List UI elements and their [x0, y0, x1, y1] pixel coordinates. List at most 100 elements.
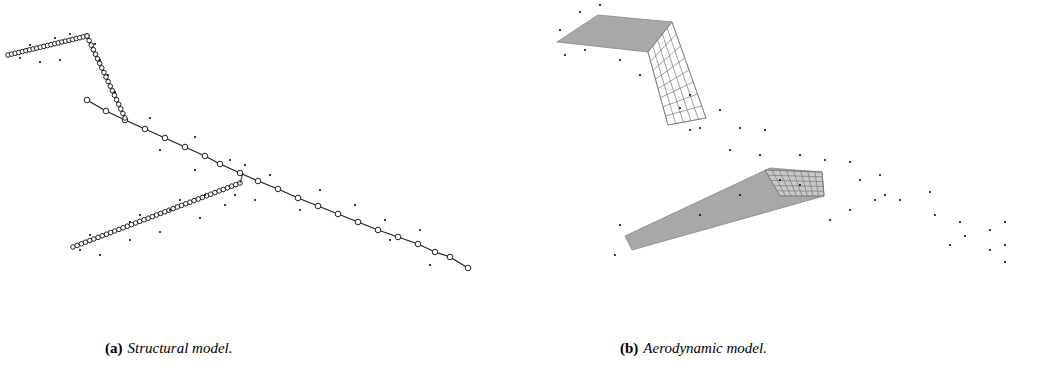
grid-point — [139, 214, 141, 216]
fuselage-node — [355, 219, 361, 225]
grid-point — [729, 149, 731, 151]
grid-point — [129, 239, 131, 241]
elevator-mesh-gridline — [661, 82, 694, 98]
grid-point — [69, 33, 71, 35]
fuselage-beam — [87, 100, 468, 268]
grid-point — [159, 149, 161, 151]
fin-beam-node — [102, 70, 107, 75]
fin-beam-node — [123, 116, 128, 121]
grid-point — [689, 94, 691, 96]
subfigure-letter: (b) — [620, 340, 638, 357]
fin-beam-node — [108, 84, 113, 89]
grid-point — [254, 199, 256, 201]
wing-root-mesh-gridline — [765, 170, 780, 196]
fuselage-node — [415, 241, 421, 247]
grid-point — [99, 254, 101, 256]
grid-point — [739, 127, 741, 129]
grid-point — [619, 224, 621, 226]
grid-point — [614, 254, 616, 256]
wing-root-mesh-gridline — [771, 180, 823, 181]
grid-point — [169, 209, 171, 211]
grid-point — [959, 221, 961, 223]
elevator-mesh-gridline — [663, 94, 698, 107]
fin-beam-node — [87, 38, 92, 43]
fuselage-node — [295, 195, 301, 201]
wing-root-mesh-gridline — [815, 172, 819, 196]
fuselage-node — [395, 234, 401, 240]
grid-point — [384, 219, 386, 221]
fuselage-node — [465, 265, 471, 271]
grid-point — [619, 59, 621, 61]
elevator-mesh-gridline — [656, 58, 685, 79]
fin-beam-line — [87, 36, 125, 118]
grid-point — [964, 235, 966, 237]
grid-point — [244, 164, 246, 166]
grid-point — [699, 127, 701, 129]
grid-point — [934, 214, 936, 216]
fin-beam-node — [93, 52, 98, 57]
tail-beam-line — [8, 36, 87, 55]
fuselage-node — [182, 144, 188, 150]
grid-point — [874, 199, 876, 201]
grid-point — [679, 107, 681, 109]
elevator-mesh-gridline — [648, 22, 672, 52]
fuselage-node — [84, 97, 90, 103]
grid-point — [829, 219, 831, 221]
grid-point — [879, 174, 881, 176]
elevator-mesh-gridline — [653, 46, 681, 70]
wing-root-mesh-gridline — [765, 170, 822, 172]
fin-beam-node — [85, 34, 90, 39]
grid-point — [699, 214, 701, 216]
wing-root-mesh-gridline — [780, 196, 824, 197]
grid-point — [799, 154, 801, 156]
grid-point — [759, 154, 761, 156]
fuselage-node — [103, 108, 109, 114]
grid-point — [989, 229, 991, 231]
fin-beam-node — [91, 47, 96, 52]
wing-root-mesh-gridline — [794, 171, 803, 196]
grid-point — [1004, 261, 1006, 263]
grid-point — [194, 136, 196, 138]
wing-panel — [625, 168, 824, 250]
wing-root-mesh-gridline — [774, 185, 823, 187]
wing-root-mesh-gridline — [801, 171, 808, 196]
subfigure-caption: Structural model. — [128, 340, 233, 357]
grid-point — [19, 57, 21, 59]
elevator-mesh-gridline — [651, 34, 677, 61]
fin-beam-node — [106, 79, 111, 84]
grid-point — [989, 249, 991, 251]
grid-point — [429, 264, 431, 266]
grid-point — [824, 159, 826, 161]
fin-beam-node — [118, 107, 123, 112]
fin-beam-node — [116, 102, 121, 107]
grid-point — [584, 49, 586, 51]
grid-point — [849, 161, 851, 163]
grid-point — [269, 174, 271, 176]
grid-point — [899, 199, 901, 201]
grid-point — [107, 74, 109, 76]
fin-beam-node — [112, 93, 117, 98]
subfigure-caption: Aerodynamic model. — [643, 340, 767, 357]
grid-point — [99, 59, 101, 61]
grid-point — [739, 194, 741, 196]
grid-point — [179, 199, 181, 201]
fin-beam-node — [97, 61, 102, 66]
grid-point — [149, 117, 151, 119]
grid-point — [54, 37, 56, 39]
grid-point — [779, 179, 781, 181]
grid-point — [719, 109, 721, 111]
grid-point — [199, 217, 201, 219]
fin-beam-node — [89, 43, 94, 48]
grid-point — [419, 229, 421, 231]
wing-beam-line — [73, 183, 240, 247]
elevator-mesh-gridline — [666, 106, 702, 116]
fuselage-node — [335, 211, 341, 217]
grid-point — [79, 249, 81, 251]
grid-point — [319, 189, 321, 191]
grid-point — [949, 244, 951, 246]
wing-root-mesh-gridline — [779, 171, 791, 197]
fuselage-node — [142, 126, 148, 132]
grid-point — [229, 159, 231, 161]
fuselage-node — [202, 153, 208, 159]
